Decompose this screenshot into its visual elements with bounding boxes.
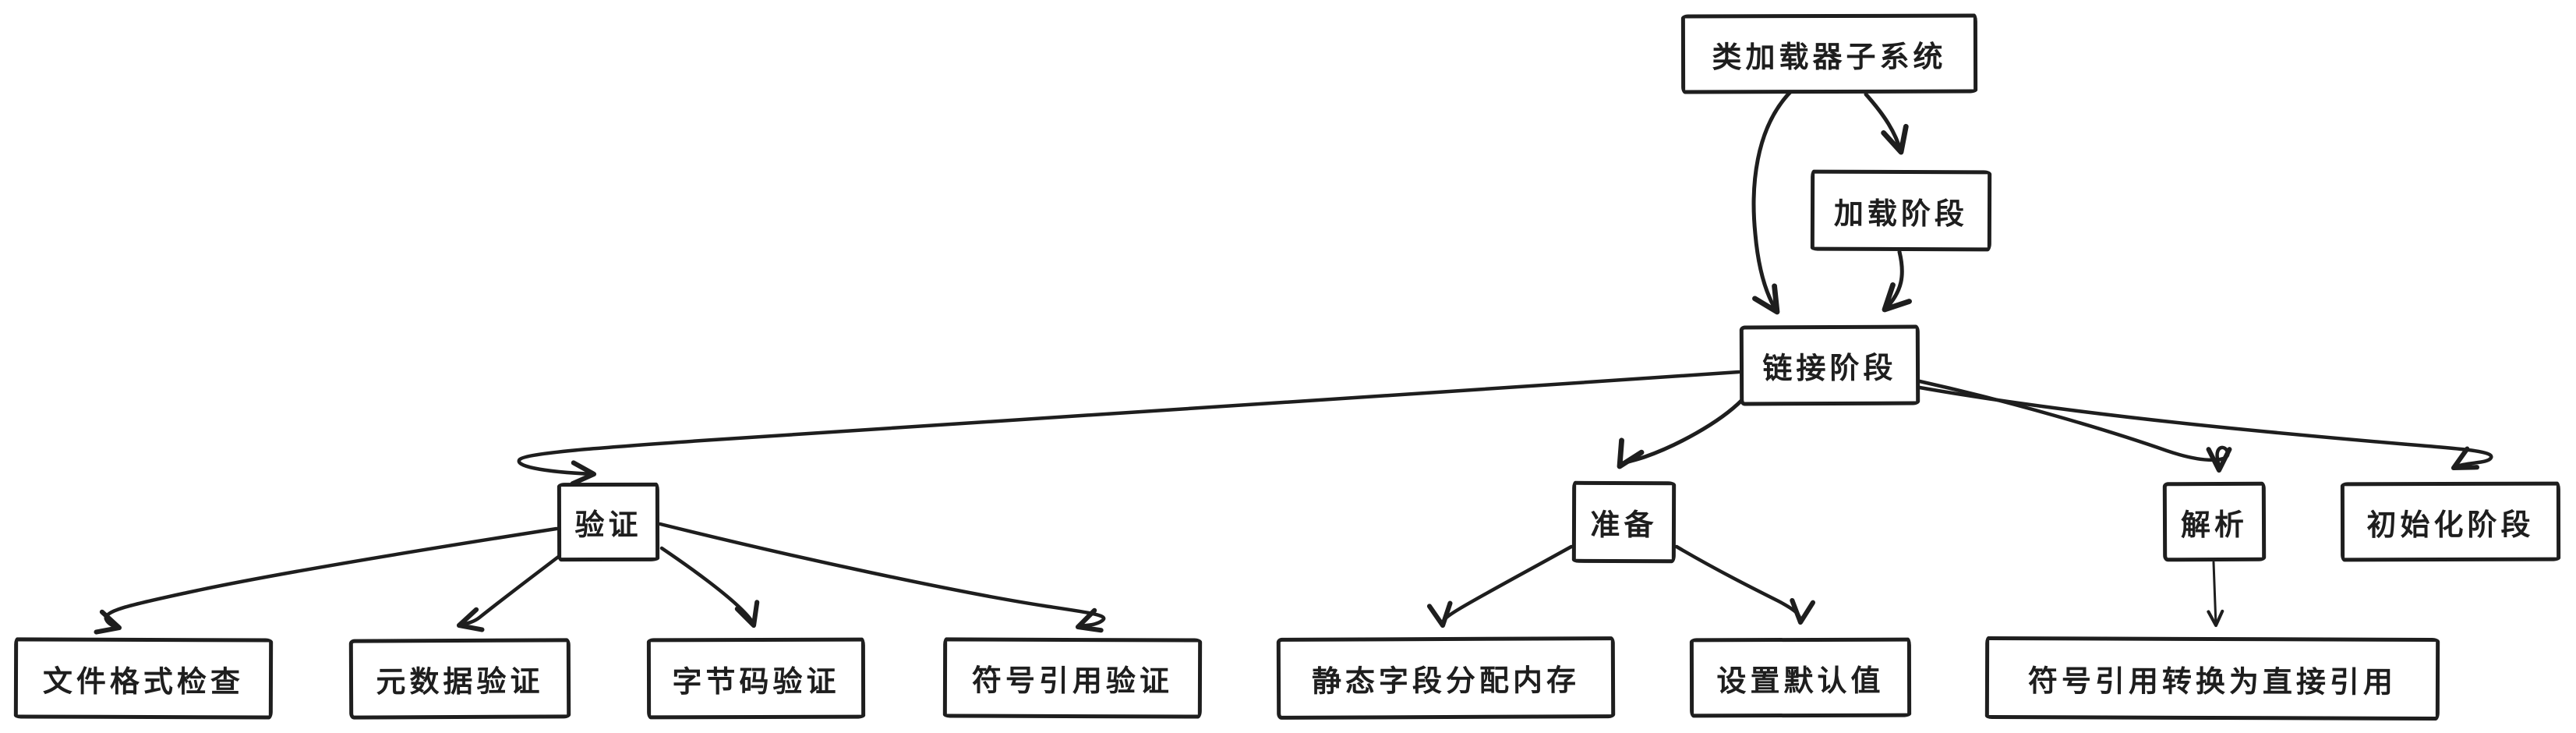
- node-label: 准备: [1590, 507, 1658, 543]
- node-label: 加载阶段: [1833, 196, 1969, 231]
- arrow-preparation-to-static-field: [1426, 544, 1574, 629]
- node-file-format-check: 文件格式检查: [13, 637, 274, 720]
- node-set-default-values: 设置默认值: [1689, 637, 1912, 718]
- node-initialization-phase: 初始化阶段: [2340, 481, 2561, 562]
- arrow-subsystem-to-linking: [1751, 90, 1793, 315]
- node-metadata-verification: 元数据验证: [348, 638, 571, 720]
- arrow-subsystem-to-loading: [1864, 92, 1909, 155]
- node-class-loader-subsystem: 类加载器子系统: [1680, 13, 1978, 94]
- arrow-verification-to-symref: [658, 522, 1106, 633]
- node-static-field-memory-allocation: 静态字段分配内存: [1276, 636, 1616, 720]
- node-label: 类加载器子系统: [1712, 39, 1947, 74]
- node-symbolic-to-direct-reference: 符号引用转换为直接引用: [1984, 636, 2440, 721]
- node-resolution: 解析: [2162, 481, 2267, 562]
- arrow-linking-to-preparation: [1617, 398, 1744, 469]
- node-preparation: 准备: [1571, 480, 1677, 564]
- arrow-loading-to-linking: [1882, 250, 1912, 313]
- node-label: 初始化阶段: [2366, 507, 2535, 542]
- arrow-verification-to-file-format: [94, 526, 559, 635]
- node-loading-phase: 加载阶段: [1810, 169, 1992, 252]
- node-bytecode-verification: 字节码验证: [646, 637, 866, 720]
- arrow-resolution-to-sym-to-direct: [2207, 561, 2224, 628]
- node-linking-phase: 链接阶段: [1739, 324, 1921, 406]
- node-label: 符号引用转换为直接引用: [2027, 663, 2398, 699]
- node-label: 解析: [2180, 507, 2249, 542]
- node-label: 链接阶段: [1762, 350, 1897, 386]
- node-symbolic-reference-verification: 符号引用验证: [942, 637, 1203, 719]
- arrow-linking-to-initialization: [1917, 385, 2493, 471]
- node-label: 验证: [574, 507, 642, 543]
- node-verification: 验证: [557, 482, 660, 562]
- arrow-verification-to-metadata: [456, 553, 563, 632]
- node-label: 元数据验证: [376, 664, 544, 699]
- arrow-preparation-to-defaults: [1674, 544, 1816, 625]
- node-label: 文件格式检查: [42, 664, 245, 699]
- node-label: 设置默认值: [1716, 663, 1885, 698]
- node-label: 字节码验证: [672, 664, 840, 699]
- arrow-verification-to-bytecode: [659, 546, 760, 629]
- node-label: 符号引用验证: [971, 663, 1174, 699]
- arrow-linking-to-verification: [517, 370, 1741, 487]
- arrow-linking-to-resolution: [1917, 379, 2232, 473]
- node-label: 静态字段分配内存: [1311, 663, 1581, 699]
